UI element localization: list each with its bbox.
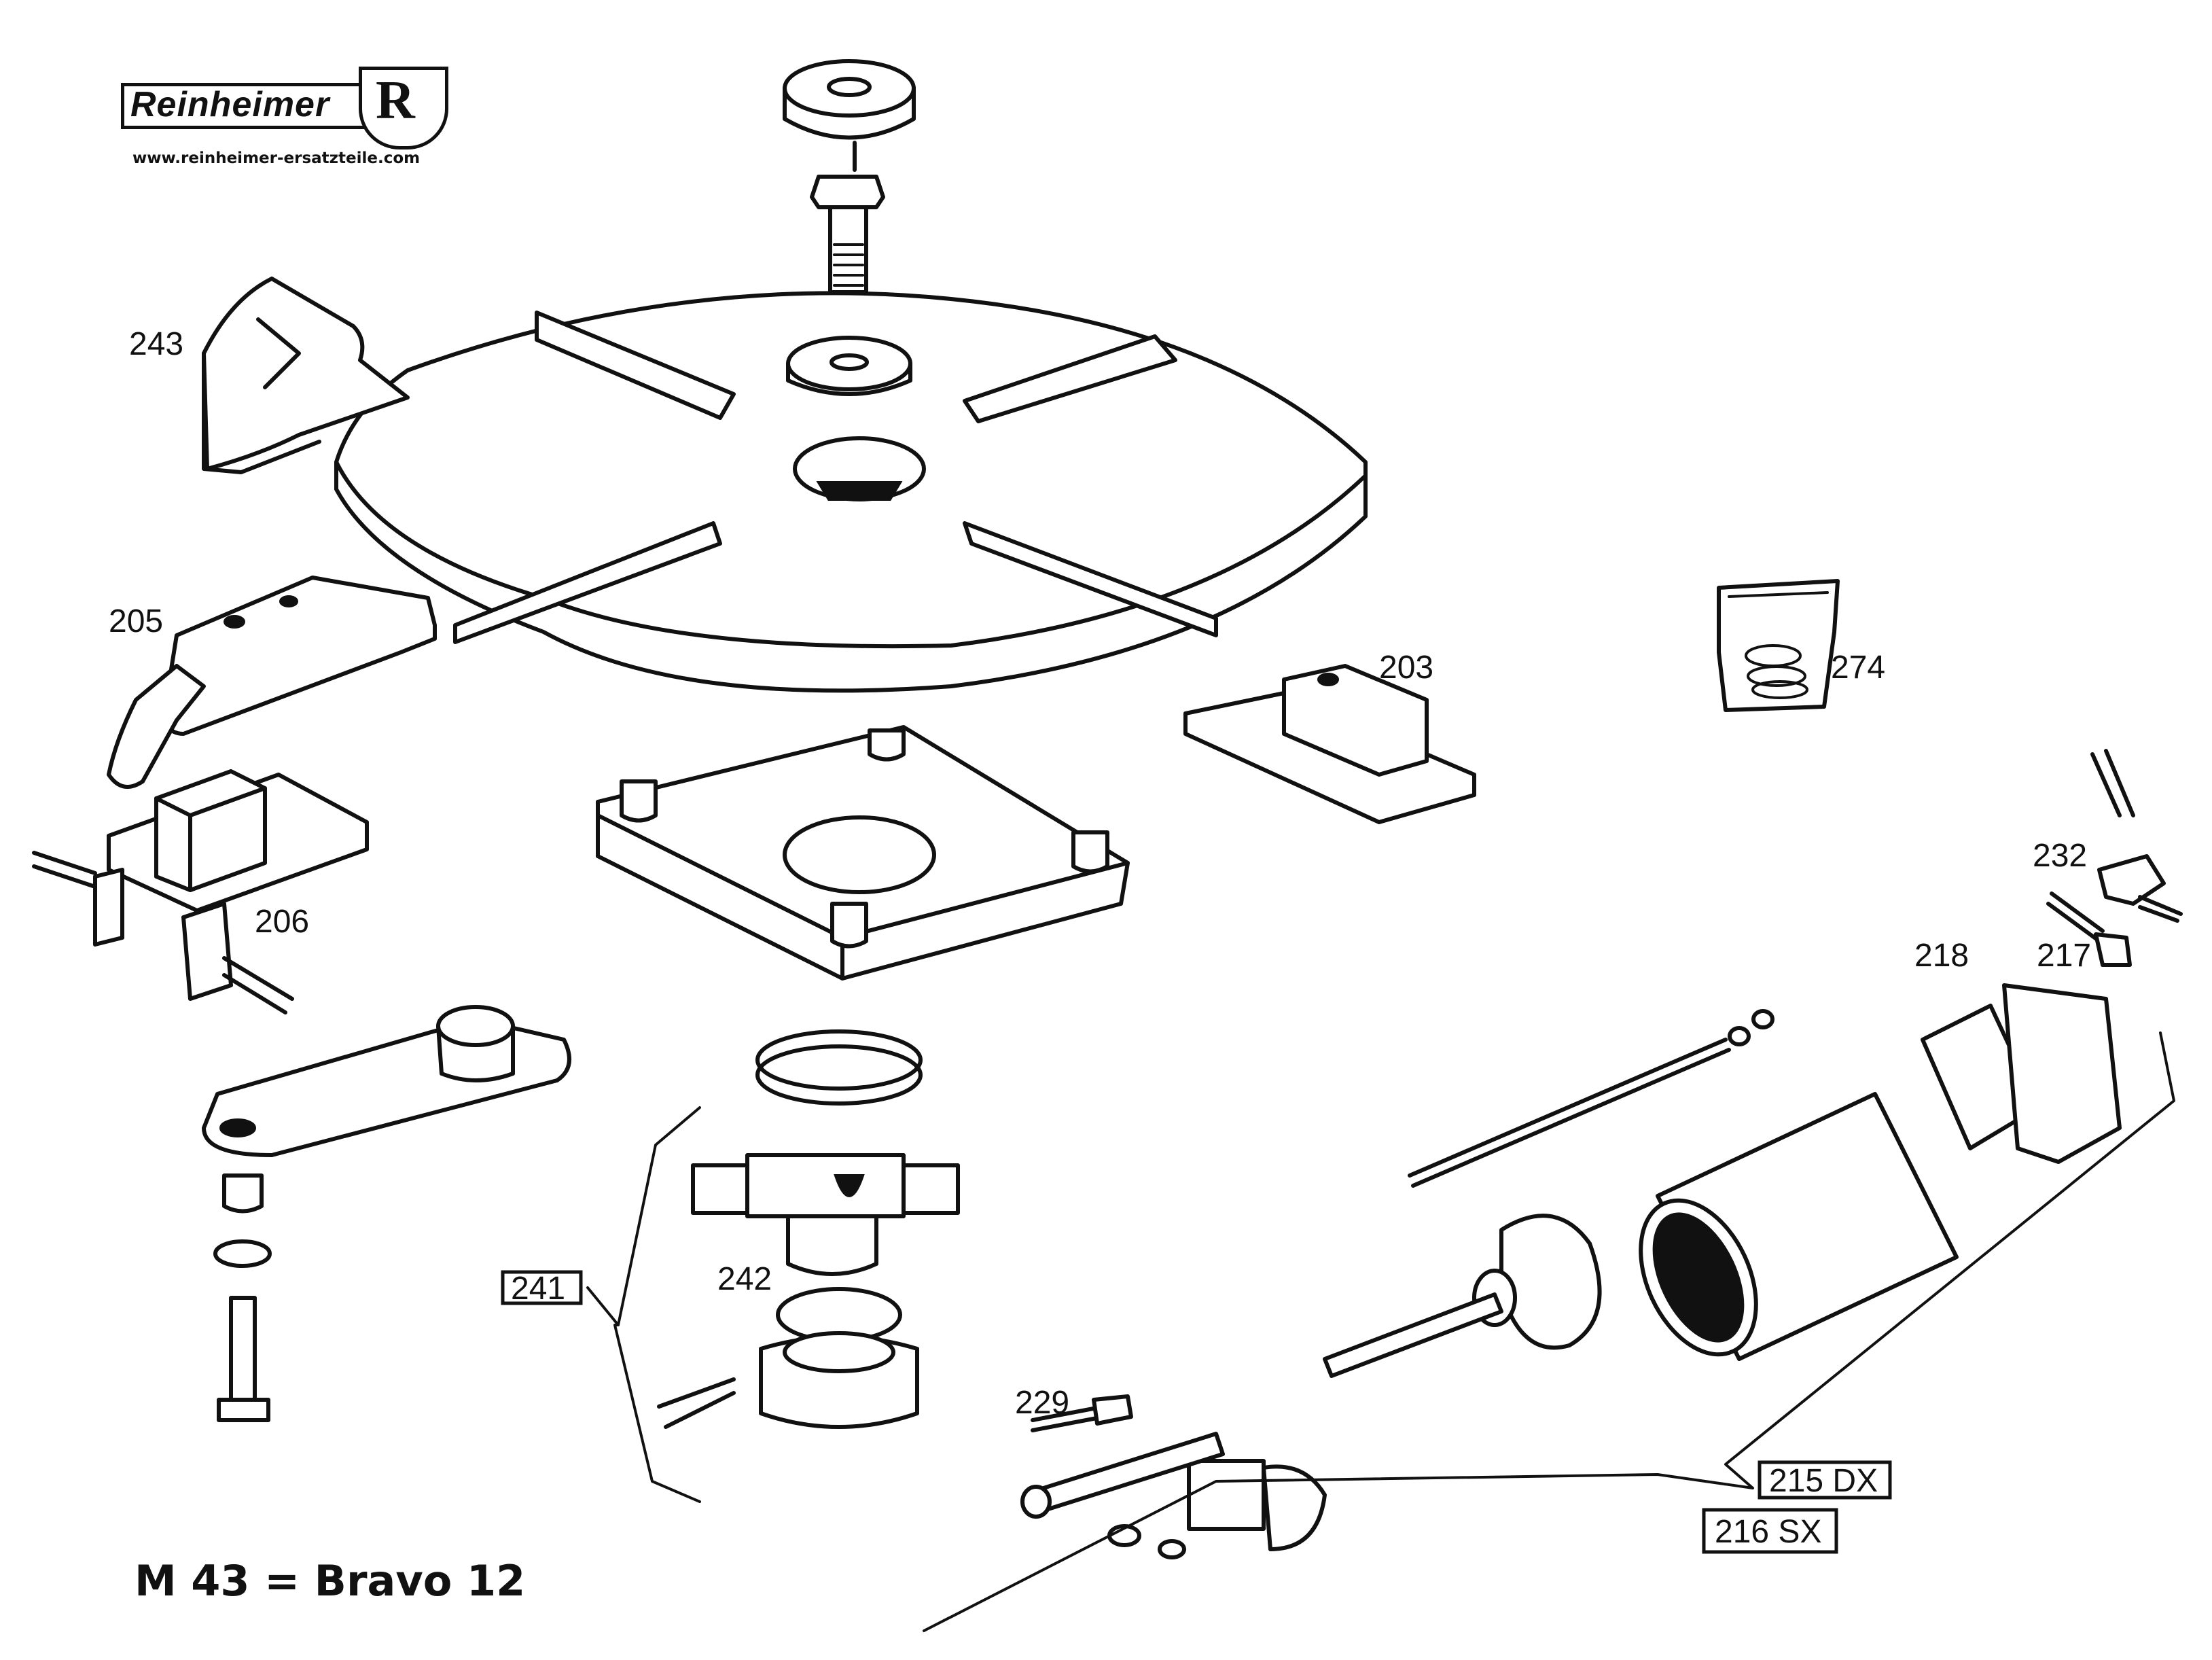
part-203-slide-block	[1183, 664, 1476, 824]
label-229: 229	[1015, 1385, 1069, 1421]
part-205-clamp-jaw	[107, 576, 437, 789]
top-washer-part	[783, 59, 916, 140]
label-218: 218	[1914, 938, 1969, 974]
label-215-dx: 215 DX	[1769, 1463, 1878, 1499]
label-232: 232	[2033, 838, 2087, 874]
part-243-jaw-protector	[202, 277, 410, 474]
part-274-seal-kit	[1717, 579, 1840, 712]
bracket-241	[586, 1106, 701, 1503]
part-232-tee-fitting	[2090, 749, 2183, 923]
label-205: 205	[109, 603, 163, 639]
model-caption: M 43 = Bravo 12	[135, 1556, 526, 1606]
label-206: 206	[255, 904, 309, 940]
brand-name: Reinheimer	[130, 85, 330, 124]
label-274: 274	[1831, 650, 1885, 686]
label-241: 241	[511, 1271, 565, 1307]
label-203: 203	[1379, 650, 1433, 686]
brand-url[interactable]: www.reinheimer-ersatzteile.com	[132, 149, 421, 167]
base-plate-part	[596, 725, 1130, 981]
label-box-216	[1702, 1508, 1838, 1554]
label-217: 217	[2037, 938, 2091, 974]
cylinder-assembly-part	[1020, 983, 2122, 1559]
bracket-215-216	[923, 1031, 2175, 1632]
label-243: 243	[129, 326, 183, 362]
label-216-sx: 216 SX	[1715, 1514, 1821, 1550]
center-bolt-part	[810, 141, 885, 294]
part-241-rotary-joint	[657, 1029, 960, 1429]
part-217-elbow-fitting	[2046, 891, 2132, 967]
turntable-part	[334, 291, 1368, 693]
lever-pin-part	[213, 1173, 272, 1422]
part-206-jaw-guide	[32, 769, 369, 1014]
brand-shield-icon	[359, 67, 448, 149]
part-229-fitting	[1031, 1394, 1133, 1432]
label-box-241	[501, 1270, 583, 1305]
label-242: 242	[717, 1261, 772, 1297]
brand-emblem-letter: R	[376, 71, 415, 130]
label-box-215	[1758, 1460, 1892, 1500]
lever-arm-part	[202, 1005, 571, 1157]
